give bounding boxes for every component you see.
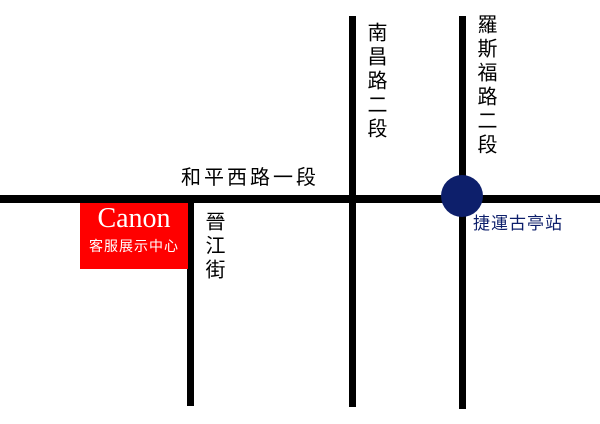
mrt-station-marker-icon [441,175,483,217]
road-jinjiang [187,199,194,406]
road-label-nanchang: 南昌路二段 [364,22,388,142]
canon-brand-label: Canon [97,203,171,234]
road-label-roosevelt: 羅斯福路二段 [474,14,498,158]
mrt-station-label: 捷運古亭站 [473,214,563,234]
road-heping-west [0,195,600,203]
road-nanchang [349,16,356,407]
road-label-heping-west: 和平西路一段 [181,165,319,189]
canon-service-center-label: 客服展示中心 [89,239,179,255]
canon-service-center-marker: Canon 客服展示中心 [80,203,188,269]
road-label-jinjiang: 晉江街 [202,211,226,283]
